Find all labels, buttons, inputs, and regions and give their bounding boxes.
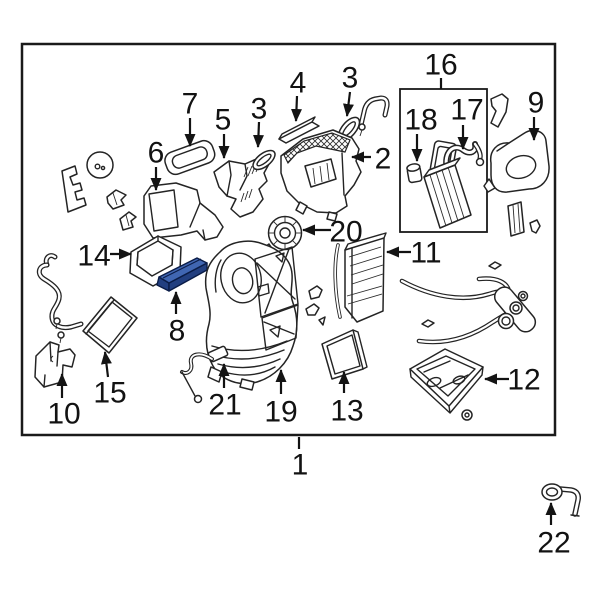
part-heater-case — [280, 129, 362, 222]
callout-number-15: 15 — [93, 377, 126, 410]
callout-number-22: 22 — [537, 527, 570, 560]
part-trim-strip — [278, 116, 320, 144]
callout-number-11: 11 — [410, 237, 441, 270]
callout-number-16: 16 — [424, 49, 457, 82]
callout-leader-3 — [252, 121, 264, 148]
callout-number-3: 3 — [251, 93, 268, 126]
callout-leader-4 — [290, 95, 302, 122]
callout-leader-15 — [100, 351, 112, 378]
part-heater-hoses — [399, 261, 537, 345]
part-foot-bracket — [34, 341, 76, 388]
part-main-housing — [204, 240, 299, 391]
part-corner-clip — [529, 219, 541, 234]
callout-number-6: 6 — [148, 137, 165, 170]
callout-number-13: 13 — [330, 395, 363, 428]
callout-number-3: 3 — [342, 62, 359, 95]
callout-number-1: 1 — [292, 449, 309, 482]
part-evaporator-core — [423, 157, 472, 229]
part-grommet-18 — [406, 163, 423, 184]
part-small-clips — [305, 285, 326, 326]
part-clip-lower — [119, 211, 137, 231]
part-hook-bracket — [490, 93, 509, 128]
callout-number-18: 18 — [404, 104, 437, 137]
callout-number-4: 4 — [290, 67, 307, 100]
callout-leader-3 — [343, 91, 354, 117]
part-seal-ring-left — [252, 149, 276, 171]
part-drain-tray — [409, 348, 484, 421]
part-control-cable — [180, 345, 229, 404]
part-drain-hose — [541, 483, 581, 517]
part-clip-upper — [106, 189, 127, 210]
part-duct-bracket — [213, 156, 270, 218]
callout-number-20: 20 — [329, 216, 362, 249]
part-air-duct — [143, 182, 224, 241]
callout-number-5: 5 — [215, 104, 232, 137]
part-blower-cover — [483, 129, 550, 193]
part-side-fin — [507, 201, 525, 237]
part-round-knob — [86, 151, 114, 179]
callout-number-14: 14 — [77, 240, 110, 273]
callout-number-19: 19 — [264, 396, 297, 429]
callout-number-21: 21 — [208, 389, 241, 422]
part-heater-core — [36, 253, 138, 354]
callout-number-2: 2 — [375, 143, 392, 176]
callout-number-12: 12 — [507, 364, 540, 397]
callout-number-8: 8 — [169, 315, 186, 348]
callout-number-9: 9 — [528, 87, 545, 120]
callout-number-10: 10 — [47, 398, 80, 431]
detail-box — [399, 88, 488, 233]
part-mount-bracket-e — [61, 165, 87, 213]
callout-number-7: 7 — [182, 88, 199, 121]
callout-number-17: 17 — [450, 94, 483, 127]
assembly-outline-box — [20, 42, 557, 437]
part-filter-panel — [321, 329, 368, 380]
part-side-duct — [333, 232, 387, 323]
